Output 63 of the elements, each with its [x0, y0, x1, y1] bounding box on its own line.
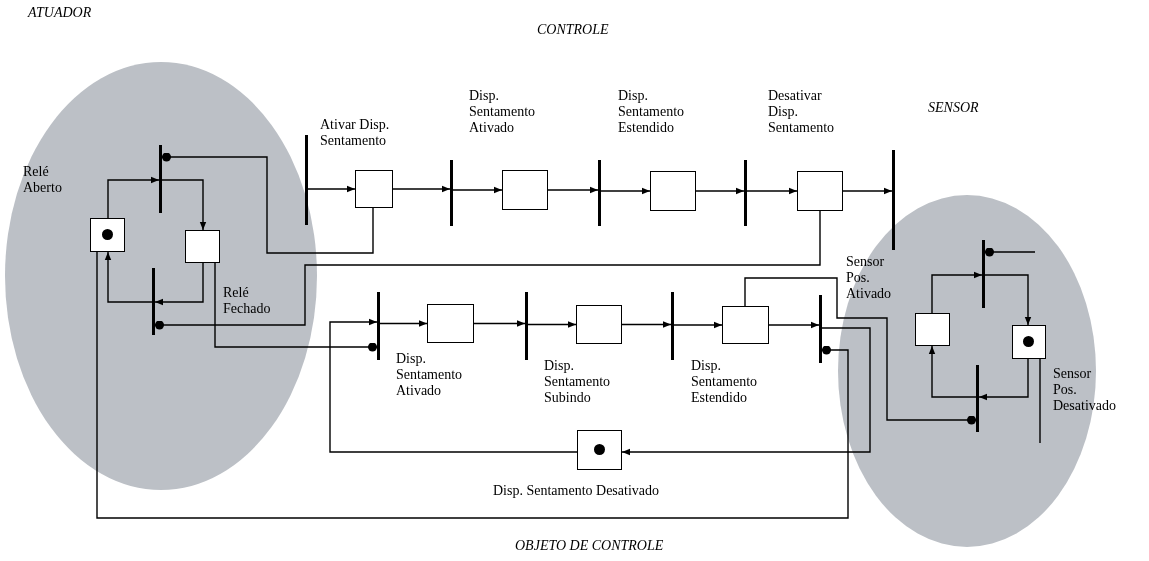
- arc-arrow: [473, 320, 526, 327]
- inhibitor-arc: [96, 251, 849, 519]
- arc-arrow: [673, 321, 723, 329]
- transition-bar: [598, 160, 601, 226]
- place-label: Relé Fechado: [223, 285, 271, 317]
- arc-arrow: [768, 321, 820, 329]
- section-title: OBJETO DE CONTROLE: [515, 538, 664, 554]
- arc-arrow: [984, 274, 1032, 326]
- arc-arrow: [107, 176, 160, 219]
- transition-bar: [819, 295, 822, 363]
- transition-bar: [450, 160, 453, 226]
- inhibitor-arc: [154, 210, 821, 330]
- section-title: SENSOR: [928, 100, 979, 116]
- inhibitor-arc: [161, 152, 374, 254]
- transition-bar: [159, 145, 162, 213]
- inhibitor-arc: [744, 277, 977, 425]
- arc-arrow: [307, 185, 356, 193]
- transition-bar: [892, 150, 895, 250]
- arc-arrow: [547, 186, 599, 194]
- arc-arrow: [161, 179, 207, 231]
- arc-arrow: [154, 262, 204, 306]
- arc-arrow: [928, 345, 977, 398]
- section-title: ATUADOR: [28, 5, 92, 21]
- inhibitor-arc: [214, 262, 378, 352]
- place-box: [915, 313, 950, 346]
- transition-bar: [525, 292, 528, 360]
- place-label: Disp. Sentamento Desativado: [493, 483, 660, 499]
- arc-arrow: [931, 271, 983, 314]
- arc-arrow: [329, 318, 578, 453]
- transition-bar: [744, 160, 747, 226]
- place-label: Disp. Sentamento Subindo: [544, 358, 611, 406]
- place-label: Relé Aberto: [23, 164, 62, 196]
- token-dot: [101, 229, 113, 240]
- place-label: Sensor Pos. Desativado: [1053, 366, 1116, 414]
- arc-arrow: [842, 187, 893, 195]
- arc-arrow: [746, 187, 798, 195]
- transition-bar: [982, 240, 985, 308]
- place-box: [355, 170, 393, 208]
- place-label: Disp. Sentamento Estendido: [691, 358, 758, 406]
- place-label: Disp. Sentamento Ativado: [396, 351, 463, 399]
- place-label: Sensor Pos. Ativado: [846, 254, 892, 302]
- section-title: CONTROLE: [537, 22, 609, 38]
- arc-arrow: [379, 320, 428, 327]
- place-label: Desativar Disp. Sentamento: [768, 88, 835, 136]
- arc-arrow: [621, 321, 672, 328]
- token-dot: [593, 444, 605, 455]
- arc-arrow: [392, 185, 451, 193]
- place-label: Disp. Sentamento Ativado: [469, 88, 536, 136]
- transition-bar: [671, 292, 674, 360]
- transition-bar: [377, 292, 380, 360]
- transition-bar: [152, 268, 155, 335]
- arc-arrow: [695, 187, 745, 195]
- arc-arrow: [978, 358, 1029, 401]
- transition-bar: [976, 365, 979, 432]
- arc-arrow: [452, 186, 503, 194]
- arc-arrow: [621, 327, 871, 456]
- place-label: Ativar Disp. Sentamento: [320, 117, 391, 149]
- arc-arrow: [600, 187, 651, 195]
- token-dot: [1023, 336, 1034, 347]
- place-label: Disp. Sentamento Estendido: [618, 88, 685, 136]
- inhibitor-arc: [984, 247, 1036, 257]
- arc-arrow: [527, 321, 577, 328]
- arc-arrow: [104, 251, 153, 303]
